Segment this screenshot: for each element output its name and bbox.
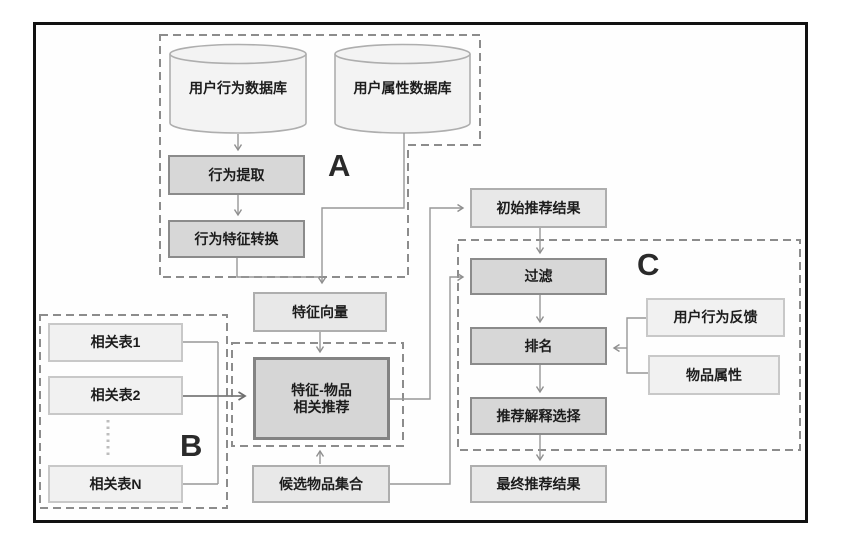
candidate-item-set-box: 候选物品集合 bbox=[252, 465, 390, 503]
feature-vector-box: 特征向量 bbox=[253, 292, 387, 332]
database-cylinder-attribute bbox=[334, 54, 471, 134]
feature-item-recommend-line2: 相关推荐 bbox=[293, 398, 350, 415]
database-cylinder-attribute-top bbox=[334, 43, 471, 65]
arrow-candidates-to-filter bbox=[390, 277, 463, 485]
group-a-label: A bbox=[328, 148, 351, 183]
ranking-box: 排名 bbox=[470, 327, 607, 365]
group-b-outline bbox=[39, 314, 228, 509]
filter-box: 过滤 bbox=[470, 258, 607, 295]
group-b-label: B bbox=[180, 428, 203, 463]
group-a-outline bbox=[159, 34, 481, 278]
database-cylinder-behavior bbox=[169, 54, 307, 134]
line-conversion-to-join bbox=[236, 258, 322, 278]
line-feedback-bracket-top bbox=[626, 317, 646, 348]
group-c-outline bbox=[457, 239, 801, 451]
feature-item-outline bbox=[231, 342, 404, 447]
user-behavior-db-label: 用户行为数据库 bbox=[189, 80, 287, 96]
feature-item-recommend-line1: 特征-物品 bbox=[291, 381, 352, 398]
group-c-label: C bbox=[637, 247, 660, 282]
arrow-featureitem-to-initialresult bbox=[390, 208, 463, 400]
behavior-extraction-box: 行为提取 bbox=[168, 155, 305, 195]
feature-item-recommend-box: 特征-物品 相关推荐 bbox=[253, 357, 390, 440]
initial-result-box: 初始推荐结果 bbox=[470, 188, 607, 228]
database-cylinders bbox=[169, 43, 471, 134]
database-cylinder-behavior-top bbox=[169, 43, 307, 65]
item-attributes-box: 物品属性 bbox=[648, 355, 780, 395]
explanation-selection-box: 推荐解释选择 bbox=[470, 397, 607, 435]
arrow-attributedb-to-featurevector bbox=[322, 133, 405, 283]
related-table-n-box: 相关表N bbox=[48, 465, 183, 503]
line-feedback-bracket-bottom bbox=[626, 348, 648, 374]
user-behavior-feedback-box: 用户行为反馈 bbox=[646, 298, 785, 337]
related-table-2-box: 相关表2 bbox=[48, 376, 183, 415]
user-attribute-db-label: 用户属性数据库 bbox=[353, 80, 452, 96]
related-table-1-box: 相关表1 bbox=[48, 323, 183, 362]
final-result-box: 最终推荐结果 bbox=[470, 465, 607, 503]
behavior-feature-conversion-box: 行为特征转换 bbox=[168, 220, 305, 258]
